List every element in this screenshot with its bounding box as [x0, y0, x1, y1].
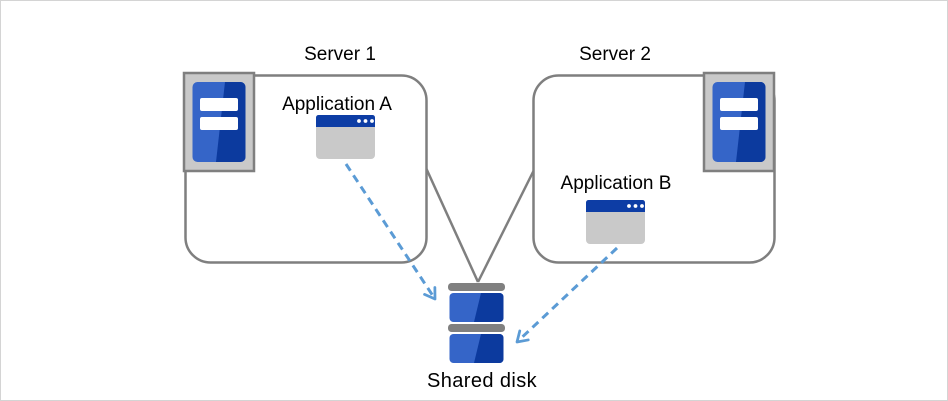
app-window-icon — [586, 200, 645, 244]
app-window-icon — [316, 115, 375, 159]
connector-server1-to-disk — [425, 168, 480, 283]
server-tower-icon — [184, 73, 254, 171]
connector-server2-to-disk — [476, 170, 535, 283]
application-a-label: Application A — [282, 94, 392, 115]
server1-label: Server 1 — [304, 44, 376, 65]
application-b-label: Application B — [561, 173, 672, 194]
server2-label: Server 2 — [579, 44, 651, 65]
arrow-application-b-to-disk — [515, 246, 619, 344]
shared-disk-label: Shared disk — [427, 370, 538, 392]
server-tower-icon — [704, 73, 774, 171]
